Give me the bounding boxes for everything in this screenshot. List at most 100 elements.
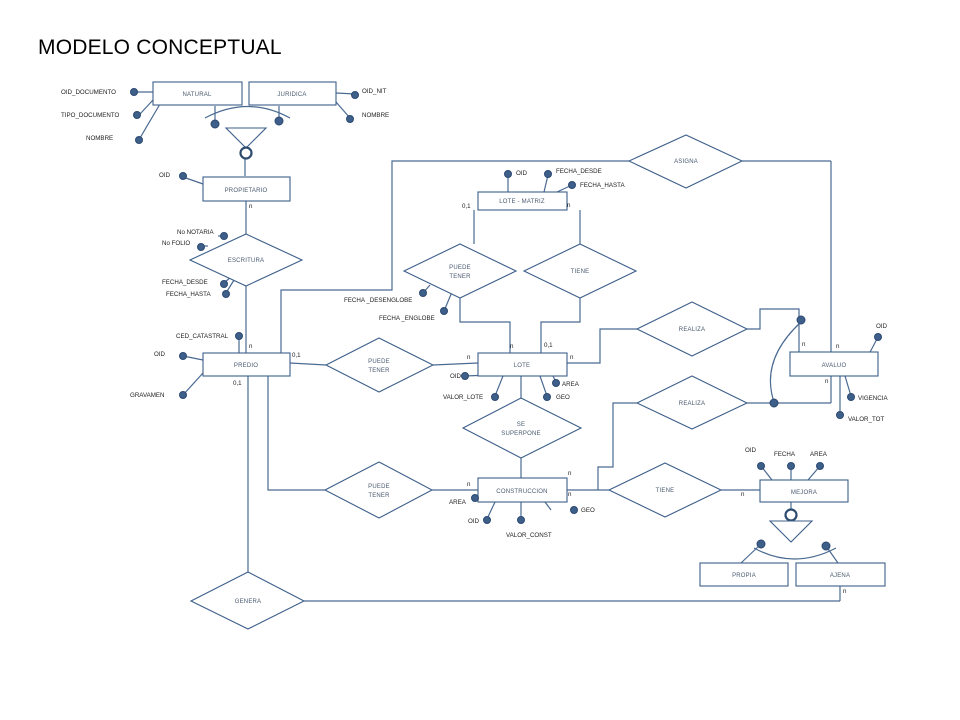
entity-label: AJENA	[830, 573, 850, 579]
specialization-triangle-propietario	[224, 127, 268, 160]
attribute-dot	[130, 88, 138, 96]
relationship-asigna[interactable]: ASIGNA	[627, 134, 744, 189]
attribute-dot	[552, 379, 560, 387]
attribute-dot	[544, 170, 552, 178]
relationship-escritura[interactable]: ESCRITURA	[188, 233, 304, 287]
attr-fecha-hasta-lm: FECHA_HASTA	[580, 182, 625, 189]
attr-oid-avaluo: OID	[876, 323, 888, 330]
attr-ced-catastral: CED_CATASTRAL	[176, 333, 229, 340]
card-const-left: n	[467, 481, 471, 488]
attr-oid-lote: OID	[450, 373, 462, 380]
relationship-puede-tener-predio[interactable]: PUEDE TENER	[324, 337, 435, 393]
attribute-dot	[222, 290, 230, 298]
attribute-dot	[796, 315, 806, 325]
attr-area-mejora: AREA	[810, 451, 828, 458]
attr-no-notaria: No NOTARIA	[177, 229, 215, 236]
attr-oid-predio: OID	[154, 351, 166, 358]
entity-label: PROPIETARIO	[225, 188, 268, 194]
entity-lote[interactable]: LOTE	[477, 352, 568, 377]
card-mejora: n	[741, 491, 745, 498]
entity-juridica[interactable]: JURIDICA	[248, 81, 337, 106]
attribute-dot	[179, 352, 187, 360]
relationship-tiene-lote-matriz[interactable]: TIENE	[522, 243, 638, 299]
attr-oid-mejora: OID	[745, 447, 757, 454]
relationship-label: PUEDE	[368, 359, 390, 365]
page-title: MODELO CONCEPTUAL	[38, 36, 282, 59]
card-avaluo-2: n	[836, 343, 840, 350]
relationship-label: TIENE	[571, 269, 590, 275]
cardinality-labels: n 0,1 n n 0,1 0,1 n n 0,1 n n n n n n n …	[233, 202, 847, 595]
attr-vigencia: VIGENCIA	[858, 395, 888, 402]
entity-ajena[interactable]: AJENA	[795, 562, 886, 587]
attr-tipo-documento: TIPO_DOCUMENTO	[61, 112, 120, 119]
card-prop: n	[249, 203, 253, 210]
relationship-tiene-mejora[interactable]: TIENE	[607, 462, 723, 518]
relationship-label: REALIZA	[679, 401, 705, 407]
entity-predio[interactable]: PREDIO	[202, 352, 291, 377]
attr-fecha-hasta-escritura: FECHA_HASTA	[166, 291, 211, 298]
attribute-dot	[440, 307, 448, 315]
attribute-labels: OID_DOCUMENTO TIPO_DOCUMENTO NOMBRE OID_…	[61, 88, 888, 539]
relationship-puede-tener-construccion[interactable]: PUEDE TENER	[323, 461, 434, 519]
entity-label: JURIDICA	[277, 92, 306, 98]
attr-fecha-mejora: FECHA	[774, 451, 796, 458]
attribute-dot	[570, 506, 578, 514]
attr-nombre-juridica: NOMBRE	[362, 112, 389, 119]
card-lote-top-01: 0,1	[544, 342, 553, 349]
entity-natural[interactable]: NATURAL	[152, 81, 243, 106]
attribute-dot	[568, 181, 576, 189]
attribute-dot	[504, 170, 512, 178]
entity-construccion[interactable]: CONSTRUCCION	[477, 477, 568, 503]
relationship-genera[interactable]: GENERA	[189, 571, 306, 630]
attribute-dot	[179, 172, 187, 180]
attribute-dot	[483, 516, 491, 524]
entity-avaluo[interactable]: AVALUO	[789, 351, 879, 377]
attribute-dot	[543, 393, 551, 401]
card-const-right: n	[568, 491, 572, 498]
attribute-dot	[419, 289, 427, 297]
attr-oid-lote-matriz: OID	[516, 170, 528, 177]
relationship-label: ASIGNA	[674, 159, 698, 165]
entity-label: NATURAL	[183, 92, 212, 98]
attribute-dots	[130, 88, 882, 551]
entity-label: CONSTRUCCION	[496, 489, 547, 495]
attr-fecha-desde-escritura: FECHA_DESDE	[162, 279, 208, 286]
attribute-dot	[836, 411, 844, 419]
entity-label: LOTE - MATRIZ	[499, 199, 545, 205]
entity-mejora[interactable]: MEJORA	[759, 479, 849, 503]
entity-label: PROPIA	[732, 573, 756, 579]
card-lm-n: n	[567, 202, 571, 209]
entity-propietario[interactable]: PROPIETARIO	[202, 176, 291, 202]
entity-propia[interactable]: PROPIA	[699, 562, 789, 587]
attribute-dot	[135, 136, 143, 144]
attr-oid-propietario: OID	[159, 172, 171, 179]
attribute-dot	[274, 116, 284, 126]
attribute-dot	[133, 111, 141, 119]
relationship-label: GENERA	[235, 599, 262, 605]
card-lm-01: 0,1	[462, 203, 471, 210]
relationship-puede-tener-lote-matriz[interactable]: PUEDE TENER	[402, 243, 518, 299]
relationship-label: PUEDE	[368, 484, 390, 490]
attribute-dot	[821, 541, 831, 551]
entity-lote-matriz[interactable]: LOTE - MATRIZ	[477, 191, 568, 211]
attribute-dot	[517, 516, 525, 524]
attribute-dot	[757, 462, 765, 470]
card-predio-top: n	[249, 343, 253, 350]
attr-area-lote: AREA	[562, 381, 580, 388]
relationship-realiza-2[interactable]: REALIZA	[635, 375, 749, 430]
attr-fecha-desenglobe: FECHA _DESENGLOBE	[344, 297, 412, 304]
attribute-dot	[769, 398, 779, 408]
attr-valor-lote: VALOR_LOTE	[443, 394, 483, 401]
attribute-dot	[197, 243, 205, 251]
card-avaluo-1: n	[802, 341, 806, 348]
relationship-realiza-1[interactable]: REALIZA	[635, 301, 749, 357]
specialization-triangle-mejora	[768, 508, 814, 543]
relationship-se-superpone[interactable]: SE SUPERPONE	[461, 397, 583, 459]
attribute-dot	[471, 494, 479, 502]
attr-fecha-desde-lm: FECHA_DESDE	[556, 168, 602, 175]
attr-no-folio: No FOLIO	[162, 240, 190, 247]
entity-label: MEJORA	[791, 490, 817, 496]
attr-valor-const: VALOR_CONST	[506, 532, 552, 539]
connector-lines	[134, 91, 879, 602]
